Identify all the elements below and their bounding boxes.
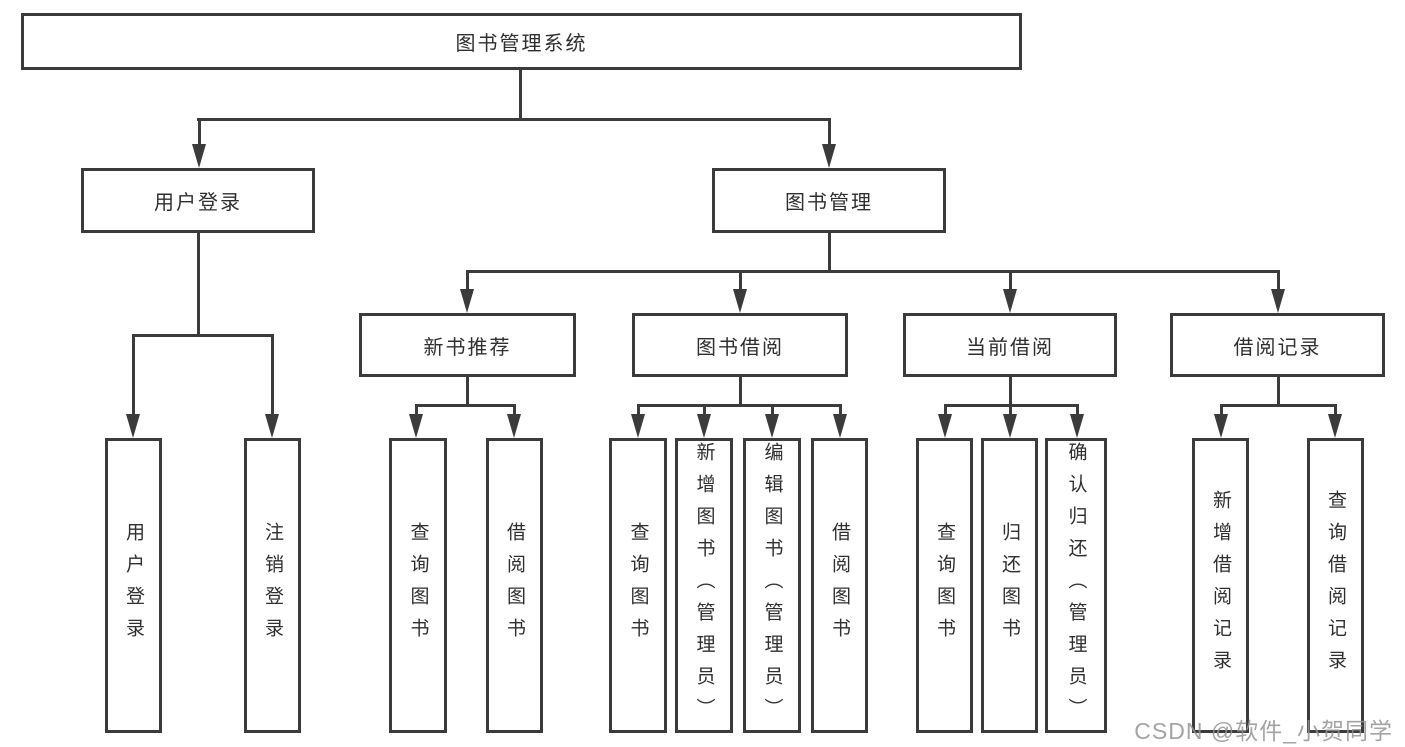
node-book-borrowing: 图书借阅: [632, 313, 848, 377]
arrow-g3-a4-icon: [833, 414, 847, 438]
arrow-to-book-borrow-icon: [733, 289, 747, 313]
leaf-borrow-books-2: 借阅图书: [811, 438, 868, 733]
connector-g5-a2: [1334, 404, 1337, 417]
connector-to-leaf-user-login: [132, 334, 135, 416]
connector-level3-rail: [466, 270, 1280, 273]
node-borrowing-records: 借阅记录: [1170, 313, 1385, 377]
connector-borrow-record-rail: [1220, 404, 1337, 407]
connector-to-new-book: [466, 270, 469, 292]
leaf-query-books-2-label: 查询图书: [627, 521, 649, 650]
node-borrowing-records-label: 借阅记录: [1233, 336, 1322, 359]
connector-g4-a1: [944, 404, 947, 417]
leaf-query-books-3: 查询图书: [916, 438, 973, 733]
arrow-g3-a1-icon: [631, 414, 645, 438]
node-user-login-branch: 用户登录: [81, 168, 315, 233]
leaf-confirm-return-admin-label: 确认归还（管理员）: [1065, 441, 1087, 730]
connector-user-login-rail: [132, 334, 274, 337]
leaf-borrow-books-1-label: 借阅图书: [504, 521, 525, 650]
connector-g3-a1: [637, 404, 640, 417]
leaf-confirm-return-admin: 确认归还（管理员）: [1045, 438, 1107, 733]
connector-to-user-login: [198, 118, 201, 148]
arrow-g4-a3-icon: [1070, 414, 1084, 438]
node-book-management-branch: 图书管理: [712, 168, 946, 233]
leaf-query-books-1-label: 查询图书: [407, 521, 429, 650]
connector-to-borrow-record: [1277, 270, 1280, 292]
arrow-g4-a1-icon: [938, 414, 952, 438]
leaf-query-borrow-record: 查询借阅记录: [1307, 438, 1364, 733]
arrow-to-book-management-icon: [822, 144, 836, 168]
node-current-borrowing-label: 当前借阅: [966, 336, 1054, 359]
node-user-login-branch-label: 用户登录: [154, 192, 242, 214]
connector-to-book-management: [828, 118, 831, 148]
arrow-g5-a1-icon: [1214, 414, 1228, 438]
node-new-book-recommend: 新书推荐: [359, 313, 576, 377]
leaf-logout: 注销登录: [244, 438, 301, 733]
leaf-user-login-label: 用户登录: [123, 521, 144, 650]
leaf-query-borrow-record-label: 查询借阅记录: [1325, 489, 1346, 682]
arrow-g3-a3-icon: [765, 414, 779, 438]
arrow-g2-a2-icon: [507, 414, 521, 438]
leaf-add-books-admin: 新增图书（管理员）: [675, 438, 733, 733]
connector-book-borrow-stem: [739, 377, 742, 407]
connector-new-book-rail: [415, 404, 516, 407]
node-library-system-label: 图书管理系统: [455, 33, 588, 55]
connector-to-book-borrow: [739, 270, 742, 292]
node-library-system: 图书管理系统: [21, 13, 1022, 70]
node-book-borrowing-label: 图书借阅: [696, 336, 784, 359]
connector-root-stem: [519, 70, 522, 118]
arrow-to-new-book-icon: [460, 289, 474, 313]
connector-to-current-borrow: [1009, 270, 1012, 292]
connector-g4-a3: [1076, 404, 1079, 417]
arrow-g5-a2-icon: [1328, 414, 1342, 438]
leaf-return-books-label: 归还图书: [999, 521, 1020, 650]
arrow-g2-a1-icon: [409, 414, 423, 438]
connector-user-login-stem: [197, 233, 200, 337]
connector-g2-a1: [415, 404, 418, 417]
leaf-user-login: 用户登录: [105, 438, 162, 733]
arrow-g4-a2-icon: [1003, 414, 1017, 438]
connector-g4-a2: [1009, 404, 1012, 417]
leaf-borrow-books-2-label: 借阅图书: [829, 521, 850, 650]
leaf-add-borrow-record-label: 新增借阅记录: [1210, 489, 1231, 682]
arrow-to-leaf-logout-icon: [265, 414, 279, 438]
arrow-g3-a2-icon: [697, 414, 711, 438]
connector-book-borrow-rail: [637, 404, 841, 407]
leaf-query-books-3-label: 查询图书: [934, 521, 955, 650]
leaf-add-borrow-record: 新增借阅记录: [1192, 438, 1249, 733]
node-book-management-branch-label: 图书管理: [785, 192, 873, 214]
leaf-borrow-books-1: 借阅图书: [486, 438, 543, 733]
connector-level2-rail: [197, 118, 831, 121]
leaf-edit-books-admin: 编辑图书（管理员）: [743, 438, 801, 733]
leaf-add-books-admin-label: 新增图书（管理员）: [693, 441, 715, 730]
node-new-book-recommend-label: 新书推荐: [423, 336, 512, 359]
node-current-borrowing: 当前借阅: [903, 313, 1117, 377]
leaf-edit-books-admin-label: 编辑图书（管理员）: [761, 441, 783, 730]
connector-current-borrow-stem: [1009, 377, 1012, 407]
csdn-watermark: CSDN @软件_小贺同学: [1134, 718, 1393, 744]
connector-g5-a1: [1220, 404, 1223, 417]
connector-book-management-stem: [828, 233, 831, 273]
leaf-query-books-2: 查询图书: [609, 438, 667, 733]
arrow-to-borrow-record-icon: [1271, 289, 1285, 313]
connector-borrow-record-stem: [1277, 377, 1280, 407]
connector-to-leaf-logout: [271, 334, 274, 416]
arrow-to-current-borrow-icon: [1003, 289, 1017, 313]
connector-g3-a2: [703, 404, 706, 417]
connector-g3-a3: [771, 404, 774, 417]
connector-new-book-stem: [466, 377, 469, 407]
leaf-logout-label: 注销登录: [262, 521, 283, 650]
connector-g2-a2: [513, 404, 516, 417]
leaf-return-books: 归还图书: [981, 438, 1038, 733]
leaf-query-books-1: 查询图书: [389, 438, 447, 733]
arrow-to-user-login-icon: [192, 144, 206, 168]
arrow-to-leaf-user-login-icon: [126, 414, 140, 438]
connector-g3-a4: [839, 404, 842, 417]
